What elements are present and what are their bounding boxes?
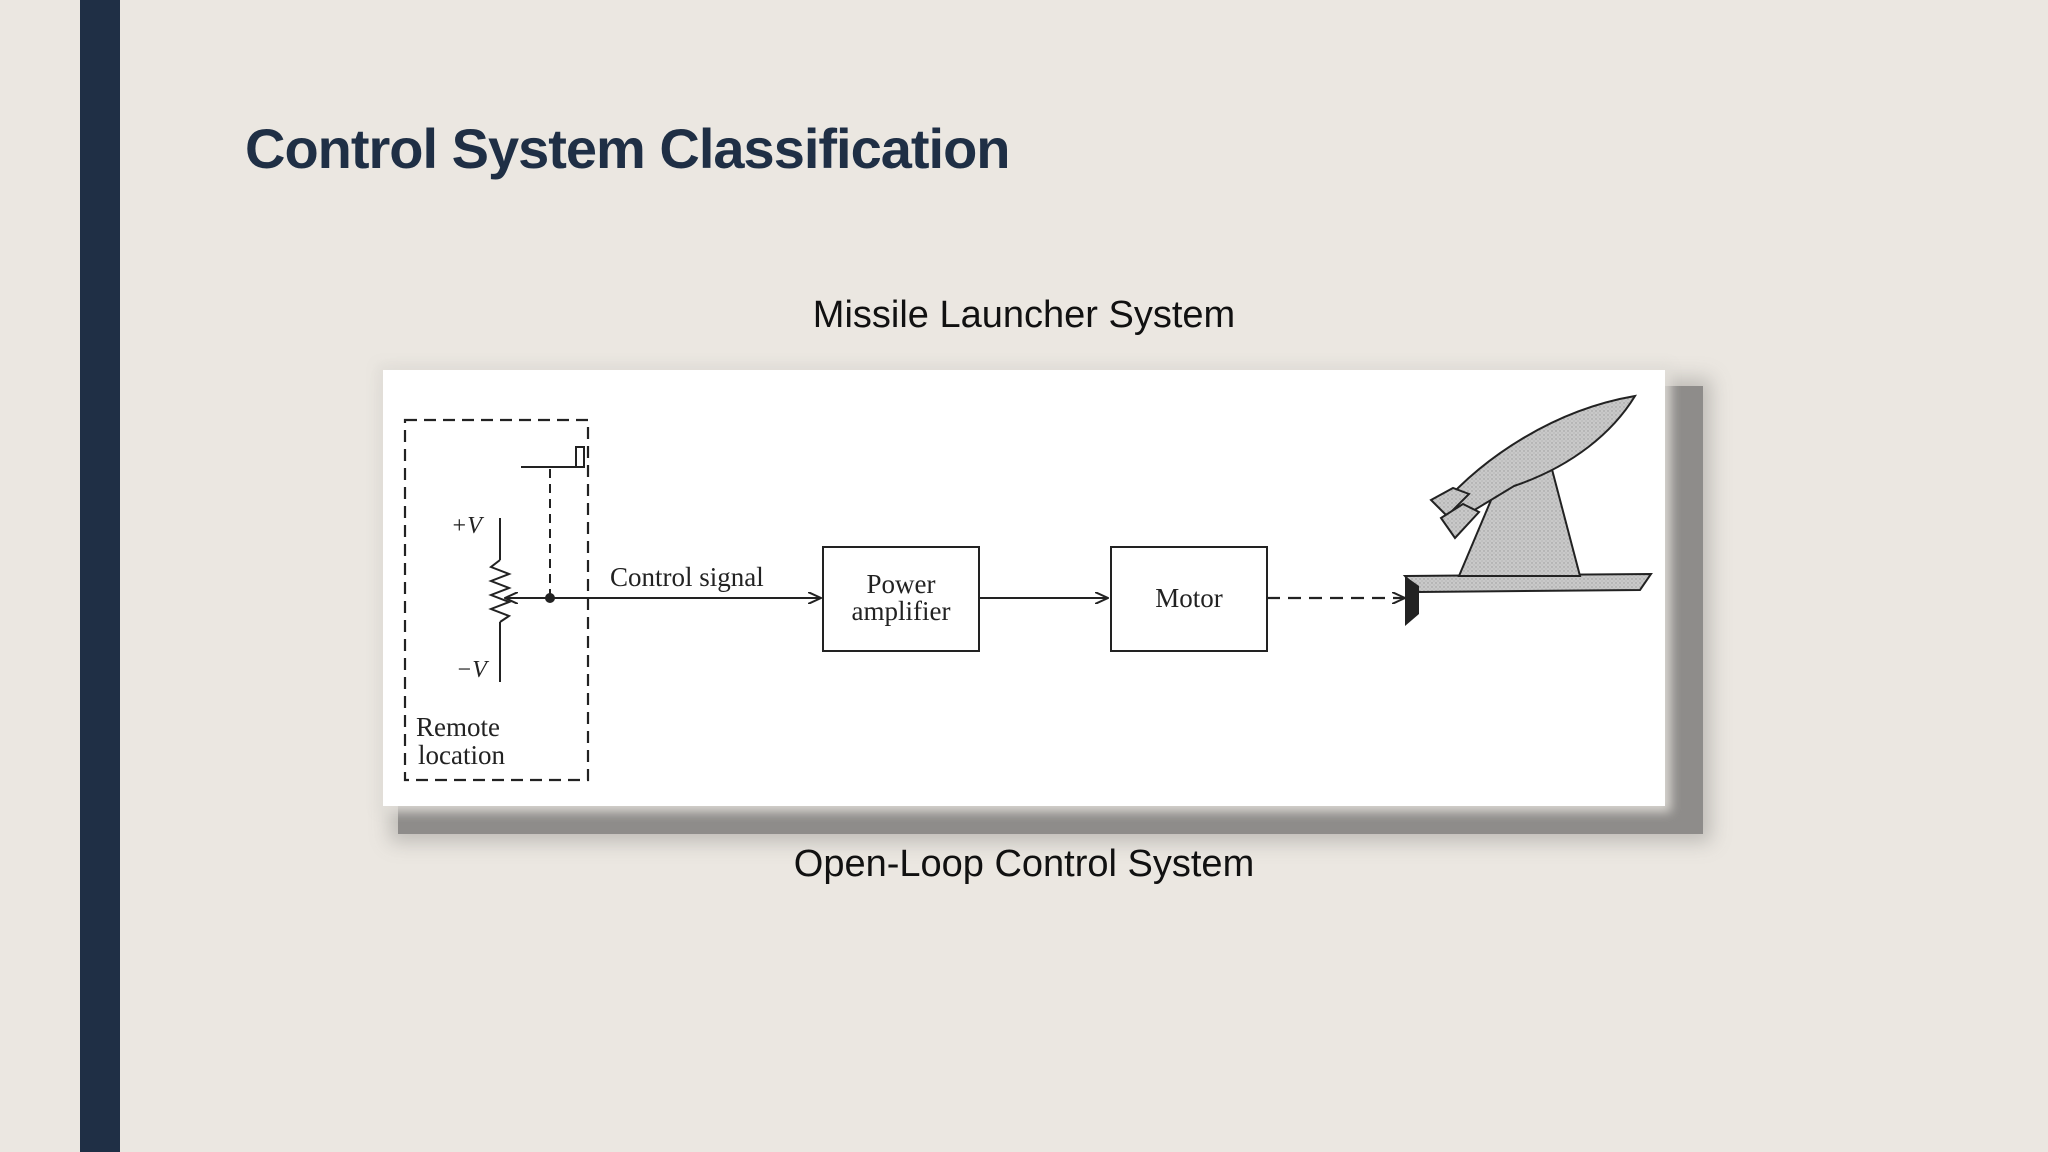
potentiometer-resistor xyxy=(488,559,512,623)
motor-label: Motor xyxy=(1155,583,1223,613)
control-signal-label: Control signal xyxy=(610,562,764,592)
remote-label-line1: Remote xyxy=(416,712,500,742)
amplifier-label-line1: Power xyxy=(867,569,936,599)
sidebar-accent-bar xyxy=(80,0,120,1152)
block-diagram-svg: +V −V Control signal Remote location Pow… xyxy=(403,394,1653,782)
minus-v-label: −V xyxy=(456,657,489,683)
amplifier-label-line2: amplifier xyxy=(852,596,951,626)
diagram-heading: Missile Launcher System xyxy=(812,294,1236,336)
remote-location-box xyxy=(403,418,590,782)
diagram-figure: +V −V Control signal Remote location Pow… xyxy=(383,370,1665,806)
plus-v-label: +V xyxy=(451,513,484,539)
diagram-caption: Open-Loop Control System xyxy=(793,843,1255,885)
slide-title: Control System Classification xyxy=(245,117,1011,180)
remote-label-line2: location xyxy=(418,740,505,770)
missile-launcher-drawing xyxy=(1402,394,1653,626)
